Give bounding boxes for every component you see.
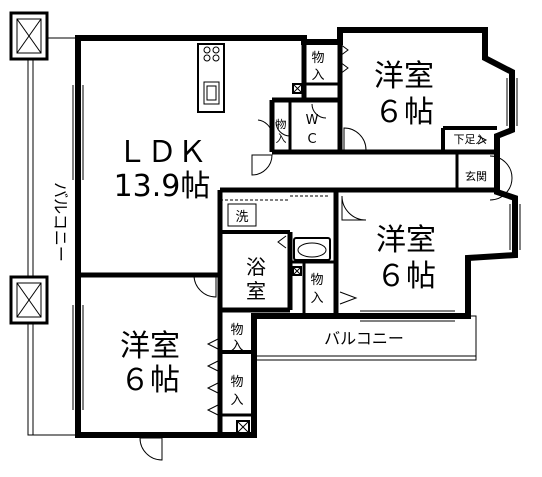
bathroom-label-bottom: 室 <box>246 279 266 303</box>
bedroom-ne-area: ６帖 <box>374 95 434 130</box>
toilet-label-top: W <box>306 113 319 128</box>
closet-sw-bottom-1: 物 <box>230 375 243 390</box>
bedroom-ne-label: 洋室 <box>374 59 434 94</box>
bathroom-label-top: 浴 <box>246 255 266 279</box>
closet-sw-top-1: 物 <box>230 323 243 338</box>
toilet-label-bottom: C <box>307 132 316 147</box>
closet-e-top: 物 <box>310 273 323 288</box>
bedroom-sw-area: ６帖 <box>120 363 180 398</box>
bedroom-e-label: 洋室 <box>376 223 436 258</box>
bedroom-sw-label: 洋室 <box>120 329 180 364</box>
closet-wc-bottom: 入 <box>276 132 287 145</box>
closet-ne-bottom: 入 <box>311 68 324 83</box>
west-balcony-label: バルコニー <box>51 182 70 262</box>
washroom-box <box>227 203 257 227</box>
closet-sw-top-2: 入 <box>230 339 243 354</box>
closet-sw-bottom-2: 入 <box>230 393 243 408</box>
closet-e-bottom: 入 <box>310 291 323 306</box>
west-balcony <box>9 11 79 436</box>
shoe-closet-label: 下足入 <box>454 133 487 146</box>
ldk-label: ＬＤＫ <box>117 135 207 170</box>
entrance-label: 玄関 <box>465 169 487 183</box>
ldk-area: 13.9帖 <box>114 169 211 204</box>
washbasin-icon <box>293 237 331 261</box>
washroom-label: 洗 <box>235 210 248 225</box>
bedroom-e-area: ６帖 <box>376 259 436 294</box>
kitchen-counter-icon <box>197 43 225 113</box>
south-balcony-label: バルコニー <box>324 329 404 348</box>
pipe-shaft-icons <box>236 83 303 434</box>
closet-wc-top: 物 <box>276 117 287 131</box>
closet-ne-top: 物 <box>311 51 324 66</box>
windows <box>72 78 521 410</box>
doors <box>139 43 513 461</box>
